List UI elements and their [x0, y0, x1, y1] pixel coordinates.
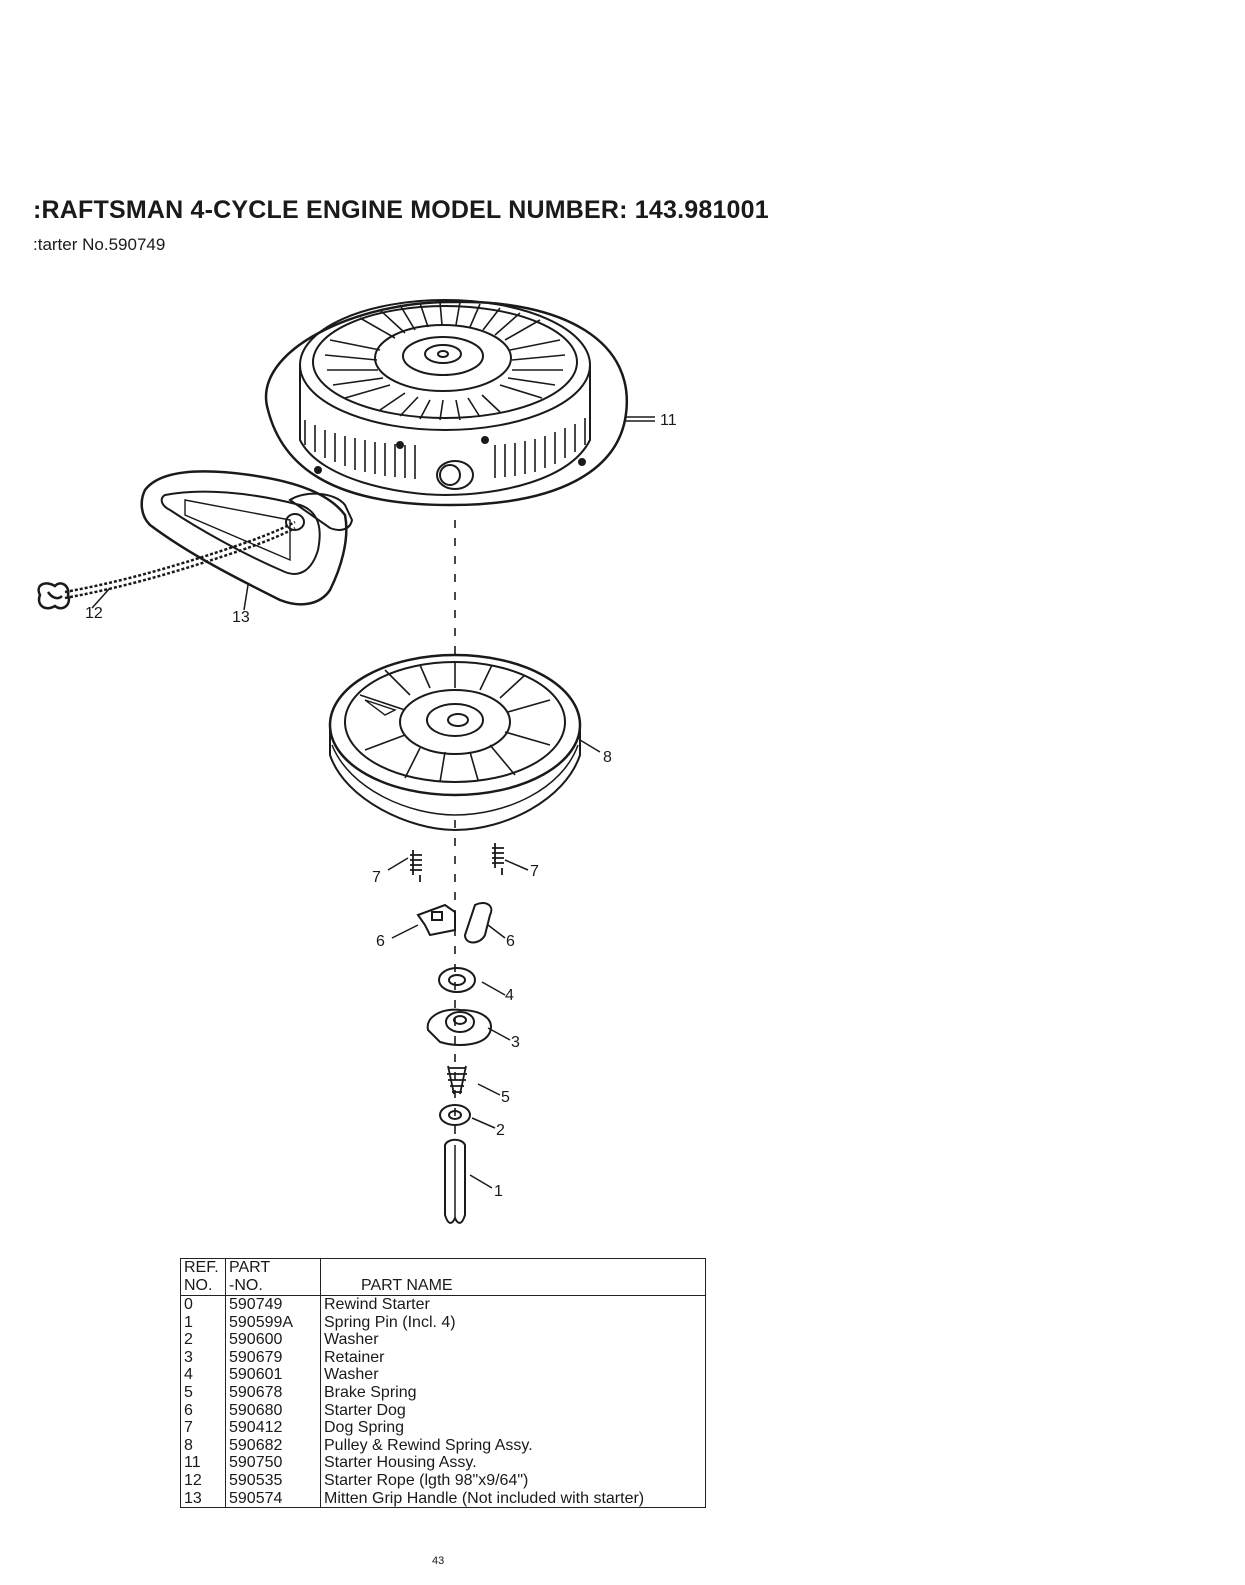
retainer-illustration — [426, 1008, 492, 1046]
header-part: PART — [225, 1258, 321, 1277]
pulley-illustration — [328, 653, 582, 832]
callout-3: 3 — [511, 1034, 520, 1051]
callout-1: 1 — [494, 1183, 503, 1200]
dog-spring-illustration — [410, 843, 504, 882]
exploded-parts-diagram: 11 12 13 8 7 7 6 6 4 3 5 2 1 — [37, 299, 677, 1224]
starter-dog-illustration — [416, 902, 493, 944]
callout-7-right: 7 — [530, 863, 539, 880]
brake-spring-illustration — [447, 1065, 467, 1095]
header-ref: REF. — [180, 1258, 226, 1277]
callout-8: 8 — [603, 749, 612, 766]
mitten-grip-handle-illustration — [140, 470, 354, 606]
page-number: 43 — [432, 1555, 445, 1567]
callout-6-right: 6 — [506, 933, 515, 950]
washer-illustration — [438, 967, 476, 993]
header-part-name: PART NAME — [320, 1277, 706, 1296]
washer-small-illustration — [439, 1104, 471, 1126]
starter-rope-illustration — [37, 520, 296, 610]
callout-6-left: 6 — [376, 933, 385, 950]
starter-housing-illustration — [264, 299, 628, 507]
callout-13: 13 — [232, 609, 250, 626]
callout-12: 12 — [85, 605, 103, 622]
callout-7-left: 7 — [372, 869, 381, 886]
callout-2: 2 — [496, 1122, 505, 1139]
header-ref-no: NO. — [180, 1277, 226, 1296]
callout-5: 5 — [501, 1089, 510, 1106]
callout-4: 4 — [505, 987, 514, 1004]
callout-11: 11 — [660, 412, 677, 429]
spring-pin-illustration — [444, 1138, 466, 1224]
header-part-no: -NO. — [225, 1277, 321, 1296]
page-title: :RAFTSMAN 4-CYCLE ENGINE MODEL NUMBER: 1… — [33, 196, 769, 224]
starter-number: :tarter No.590749 — [33, 235, 166, 254]
